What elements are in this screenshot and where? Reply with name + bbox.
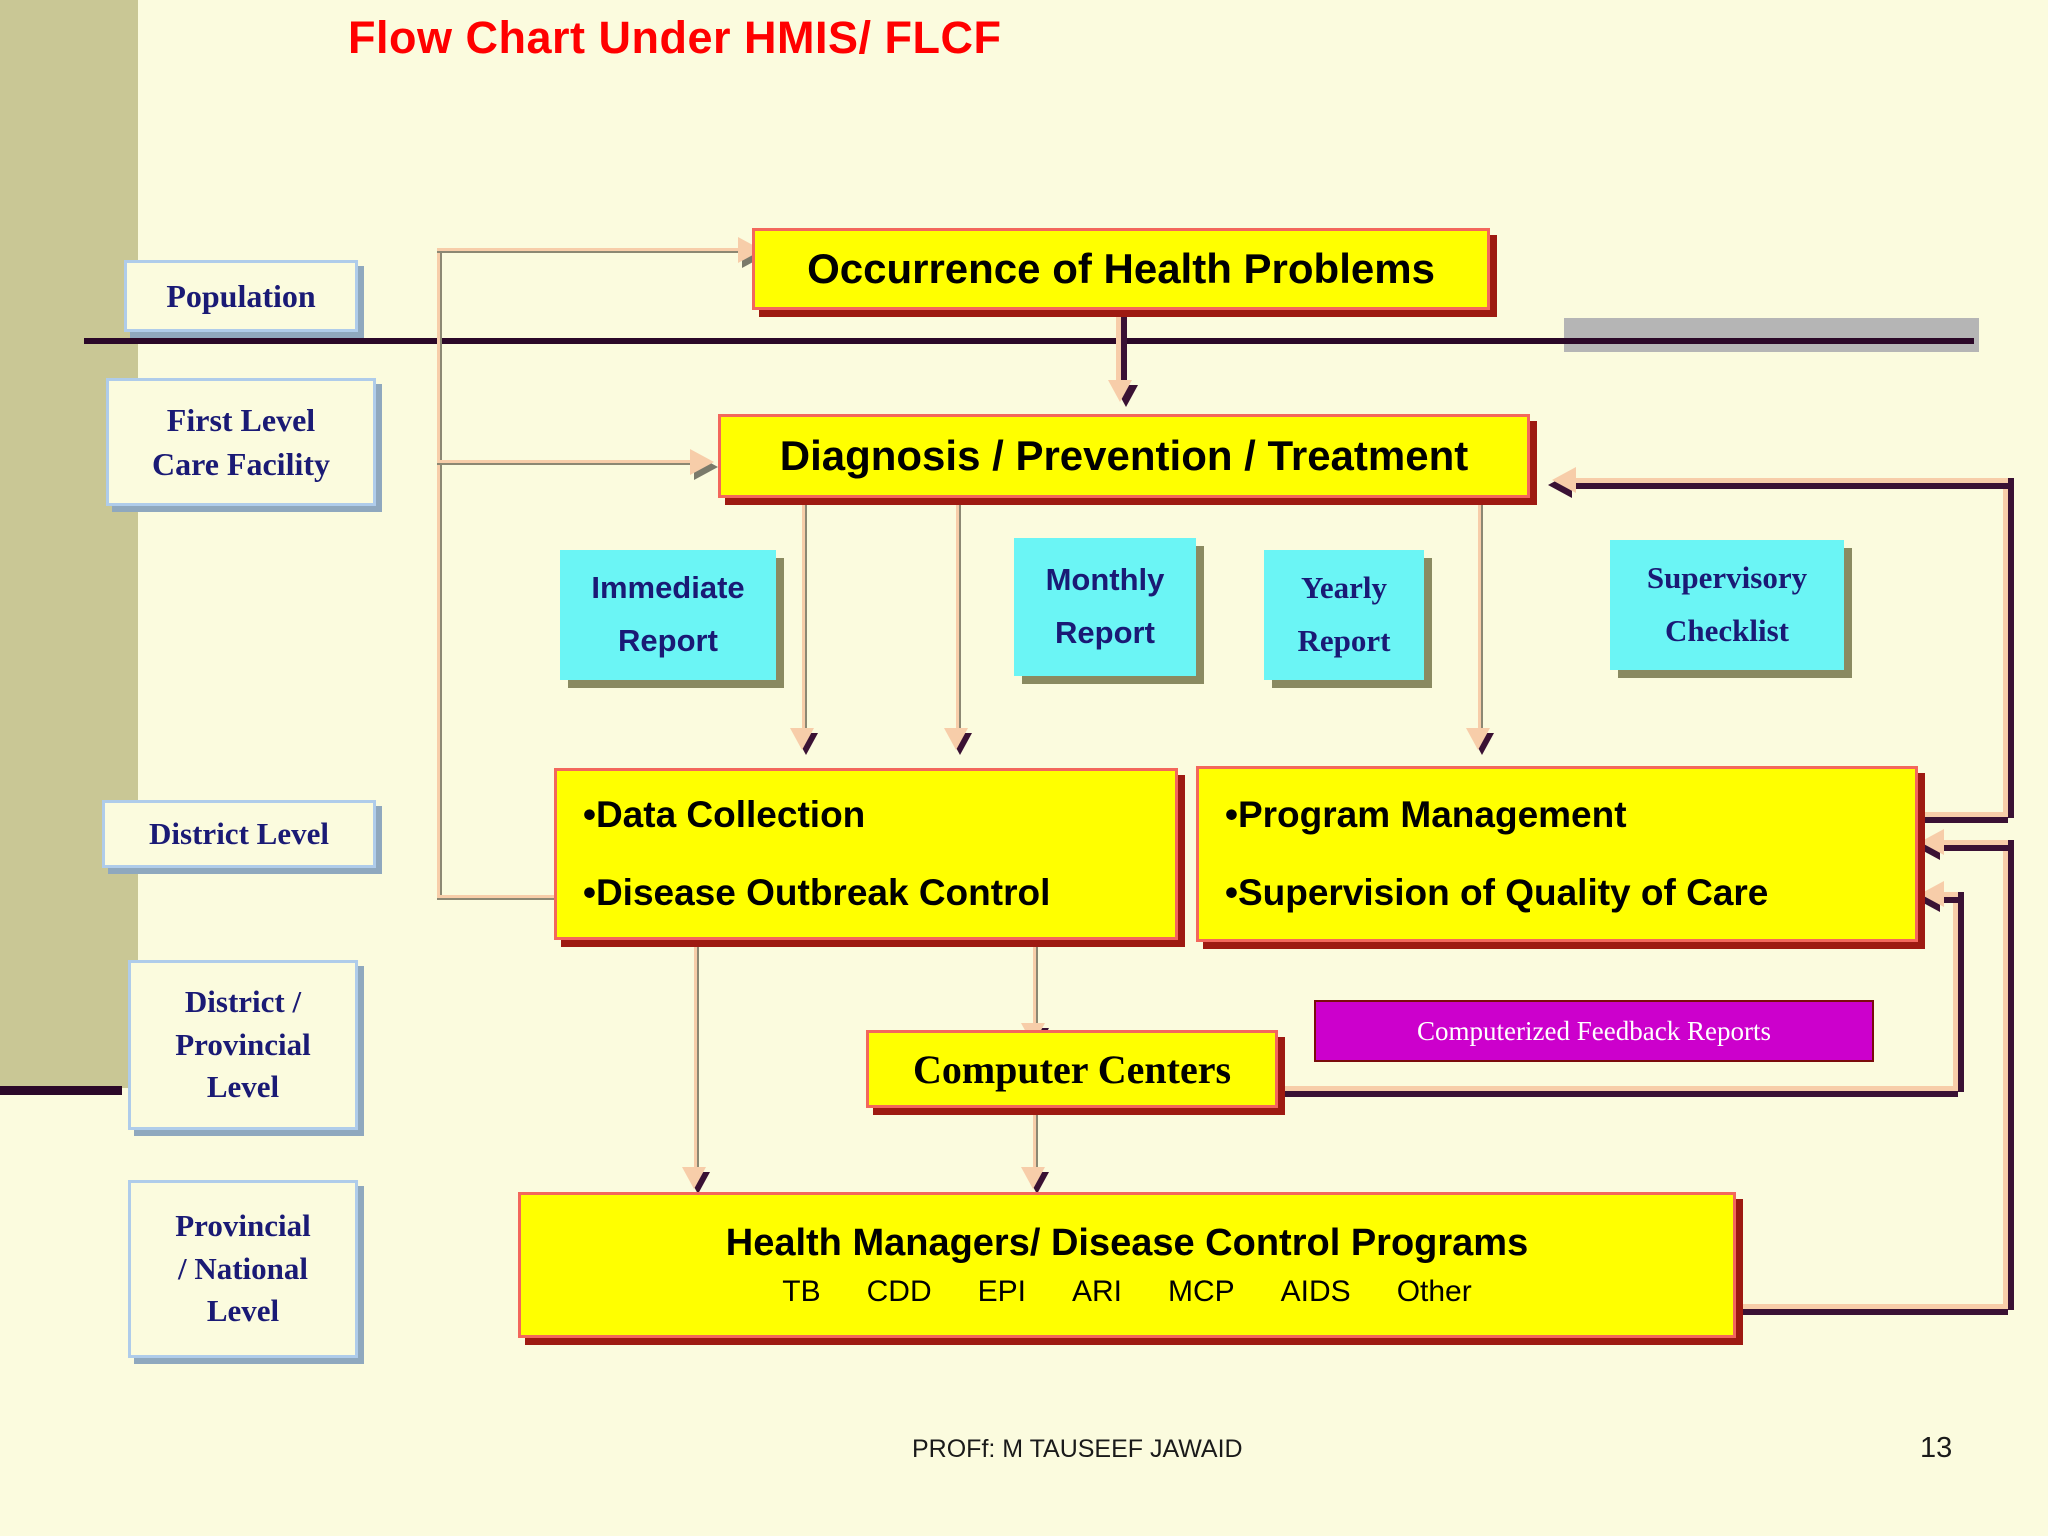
level-line: First Level: [166, 401, 316, 438]
connector-diagnosis-to-data-collection: [802, 500, 807, 735]
box-label-line2: •Disease Outbreak Control: [583, 872, 1051, 913]
box-diagnosis-prevention-treatment[interactable]: Diagnosis / Prevention / Treatment: [718, 414, 1530, 498]
level-label-provincial-national: Provincial / National Level: [128, 1180, 358, 1358]
connector-occurrence-to-diagnosis: [1116, 310, 1127, 390]
program-list: TB CDD EPI ARI MCP AIDS Other: [782, 1275, 1471, 1309]
box-computerized-feedback-reports: Computerized Feedback Reports: [1314, 1000, 1874, 1062]
arrowhead-down-health-managers-right: [1021, 1167, 1045, 1189]
program-item-epi: EPI: [977, 1274, 1026, 1308]
connector-yearly-report-flow: [1478, 500, 1483, 735]
level-line: Population: [166, 277, 316, 314]
feedback-loop-inner-vertical: [1953, 892, 1964, 1092]
level-line: District Level: [149, 815, 329, 851]
feedback-loop-mid-vertical: [2003, 840, 2014, 1310]
level-label-population: Population: [124, 260, 358, 332]
report-line1: Monthly: [1045, 562, 1165, 598]
report-line2: Report: [618, 623, 718, 658]
slide-title: Flow Chart Under HMIS/ FLCF: [348, 12, 1002, 63]
report-line2: Report: [1297, 623, 1391, 658]
feedback-loop-inner-bottom: [1275, 1086, 1958, 1097]
arrowhead-down-yearly: [1466, 728, 1490, 750]
arrowhead-down-data-collection: [790, 728, 814, 750]
program-item-ari: ARI: [1071, 1274, 1122, 1308]
arrowhead-down-diagnosis: [1108, 380, 1132, 402]
feedback-loop-mid-top: [1926, 840, 2008, 851]
program-item-cdd: CDD: [866, 1274, 932, 1308]
program-item-aids: AIDS: [1280, 1274, 1351, 1308]
connector-monthly-report-flow: [956, 500, 961, 735]
level-label-district-level: District Level: [102, 800, 376, 868]
feedback-loop-outer-bottom: [1920, 812, 2008, 823]
report-line2: Report: [1055, 615, 1155, 650]
level-line: District /: [184, 983, 302, 1019]
level-line: Level: [206, 1293, 280, 1329]
program-item-other: Other: [1396, 1274, 1472, 1308]
program-item-mcp: MCP: [1167, 1274, 1235, 1308]
connector-spine-to-data-collection: [437, 895, 565, 900]
box-label: Computer Centers: [912, 1046, 1232, 1092]
box-computer-centers[interactable]: Computer Centers: [866, 1030, 1278, 1108]
level-label-first-level-care-facility: First Level Care Facility: [106, 378, 376, 506]
box-label-line1: •Data Collection: [583, 794, 866, 836]
feedback-loop-mid-bottom: [1740, 1304, 2008, 1315]
box-label-line2: •Supervision of Quality of Care: [1225, 872, 1769, 913]
arrowhead-left-program-mgmt-upper: [1920, 829, 1944, 855]
box-label: Diagnosis / Prevention / Treatment: [779, 432, 1469, 479]
level-line: Provincial: [175, 1207, 311, 1243]
connector-left-spine: [437, 248, 442, 898]
box-health-managers[interactable]: Health Managers/ Disease Control Program…: [518, 1192, 1736, 1338]
arrowhead-left-program-mgmt-lower: [1920, 881, 1944, 907]
feedback-loop-outer-vertical: [2003, 478, 2014, 818]
report-line2: Checklist: [1665, 613, 1789, 648]
box-immediate-report[interactable]: Immediate Report: [560, 550, 776, 680]
connector-population-to-occurrence: [437, 248, 747, 253]
connector-flcf-to-diagnosis: [437, 460, 697, 465]
box-label-line1: •Program Management: [1225, 794, 1627, 836]
program-item-tb: TB: [782, 1274, 821, 1308]
level-line: Care Facility: [151, 446, 330, 482]
feedback-note-label: Computerized Feedback Reports: [1417, 1015, 1771, 1046]
footer-author: PROFf: M TAUSEEF JAWAID: [912, 1435, 1243, 1463]
olive-side-band: [0, 0, 138, 1088]
box-monthly-report[interactable]: Monthly Report: [1014, 538, 1196, 676]
report-line1: Immediate: [591, 570, 745, 606]
report-line1: Yearly: [1300, 570, 1388, 606]
box-label: Occurrence of Health Problems: [807, 245, 1435, 292]
level-line: Level: [206, 1069, 280, 1105]
connector-computer-centers-to-health-managers: [1033, 1108, 1038, 1176]
arrowhead-left-to-diagnosis: [1552, 467, 1576, 493]
level-line: Provincial: [175, 1026, 311, 1062]
horizontal-rule-bottom: [0, 1086, 122, 1095]
level-line: / National: [177, 1250, 309, 1286]
box-label: Health Managers/ Disease Control Program…: [725, 1221, 1529, 1264]
arrowhead-to-diagnosis: [690, 449, 714, 475]
box-supervisory-checklist[interactable]: Supervisory Checklist: [1610, 540, 1844, 670]
arrowhead-down-monthly: [944, 728, 968, 750]
gray-accent-block: [1564, 318, 1979, 352]
connector-data-collection-to-computer-centers: [1033, 940, 1038, 1030]
connector-data-collection-to-health-managers: [694, 940, 699, 1175]
box-occurrence-of-health-problems[interactable]: Occurrence of Health Problems: [752, 228, 1490, 310]
box-program-management[interactable]: •Program Management •Supervision of Qual…: [1196, 766, 1918, 942]
box-data-collection[interactable]: •Data Collection •Disease Outbreak Contr…: [554, 768, 1178, 940]
report-line1: Supervisory: [1646, 560, 1808, 596]
feedback-loop-outer-top: [1558, 478, 2008, 489]
footer-page-number: 13: [1920, 1432, 1953, 1464]
level-label-district-provincial: District / Provincial Level: [128, 960, 358, 1130]
arrowhead-down-health-managers-left: [682, 1167, 706, 1189]
horizontal-rule-top: [84, 338, 1974, 344]
box-yearly-report[interactable]: Yearly Report: [1264, 550, 1424, 680]
